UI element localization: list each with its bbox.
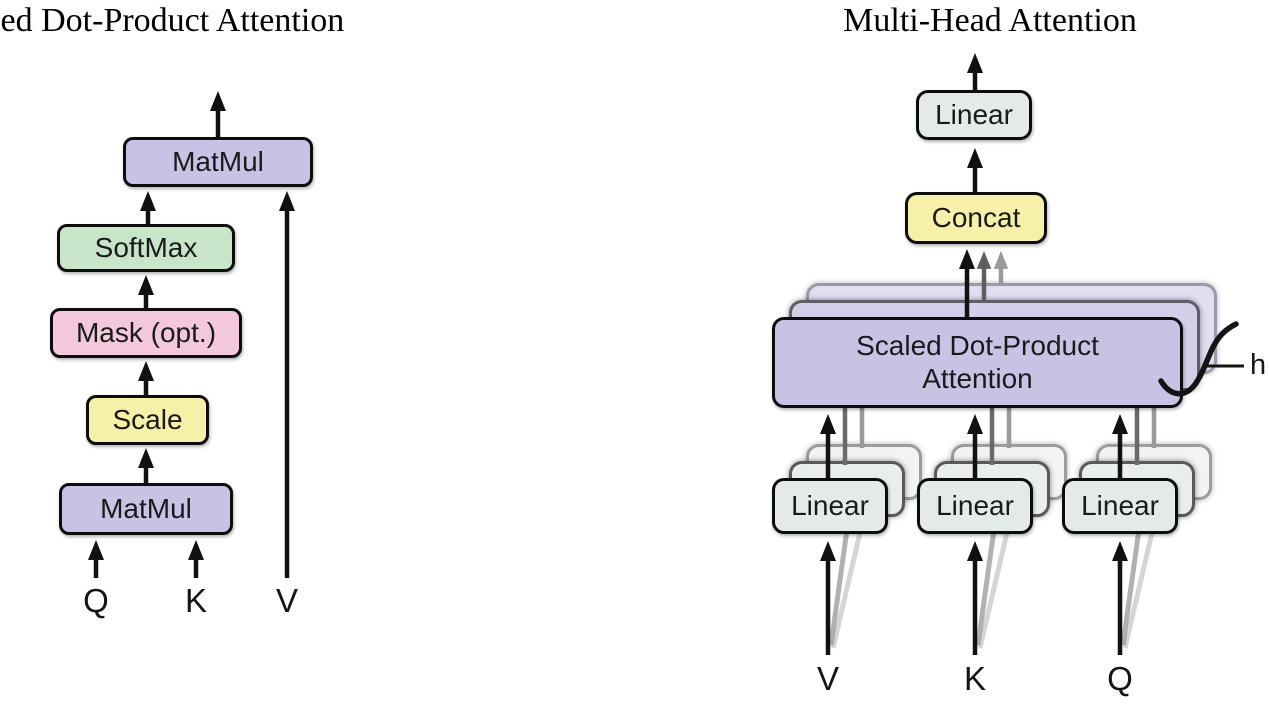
label-k-left: K <box>184 582 207 619</box>
box-attention-label-line1: Scaled Dot-Product <box>856 330 1099 362</box>
label-q-left: Q <box>83 582 109 619</box>
box-linear-v: Linear <box>772 478 888 534</box>
box-attention-label-line2: Attention <box>922 362 1033 394</box>
box-linear-top-label: Linear <box>935 98 1013 130</box>
box-linear-q: Linear <box>1062 478 1178 534</box>
box-concat: Concat <box>905 192 1047 244</box>
label-h: h <box>1250 349 1267 381</box>
box-linear-k-label: Linear <box>936 489 1014 521</box>
box-softmax: SoftMax <box>57 224 235 272</box>
box-softmax-label: SoftMax <box>94 231 198 263</box>
box-mask: Mask (opt.) <box>50 308 242 358</box>
box-scale-label: Scale <box>112 403 183 435</box>
fan-k-mid <box>975 521 998 646</box>
label-v-left: V <box>275 582 298 619</box>
box-attention: Scaled Dot-Product Attention <box>772 317 1183 408</box>
label-v-right: V <box>816 660 839 697</box>
box-mask-label: Mask (opt.) <box>75 316 217 348</box>
box-matmul-bottom-label: MatMul <box>100 492 192 524</box>
box-concat-label: Concat <box>931 201 1021 233</box>
fan-v-mid <box>828 521 851 646</box>
fan-q-mid <box>1120 521 1143 646</box>
box-matmul-top: MatMul <box>123 137 313 187</box>
label-q-right: Q <box>1107 660 1133 697</box>
box-scale: Scale <box>86 395 209 445</box>
box-linear-k: Linear <box>917 478 1033 534</box>
left-diagram-title: Scaled Dot-Product Attention <box>0 2 345 39</box>
box-matmul-top-label: MatMul <box>172 145 264 177</box>
box-matmul-bottom: MatMul <box>59 483 233 535</box>
box-linear-q-label: Linear <box>1081 489 1159 521</box>
label-k-right: K <box>963 660 986 697</box>
box-linear-top: Linear <box>916 90 1032 140</box>
box-linear-v-label: Linear <box>791 489 869 521</box>
right-diagram-title: Multi-Head Attention <box>843 2 1137 39</box>
